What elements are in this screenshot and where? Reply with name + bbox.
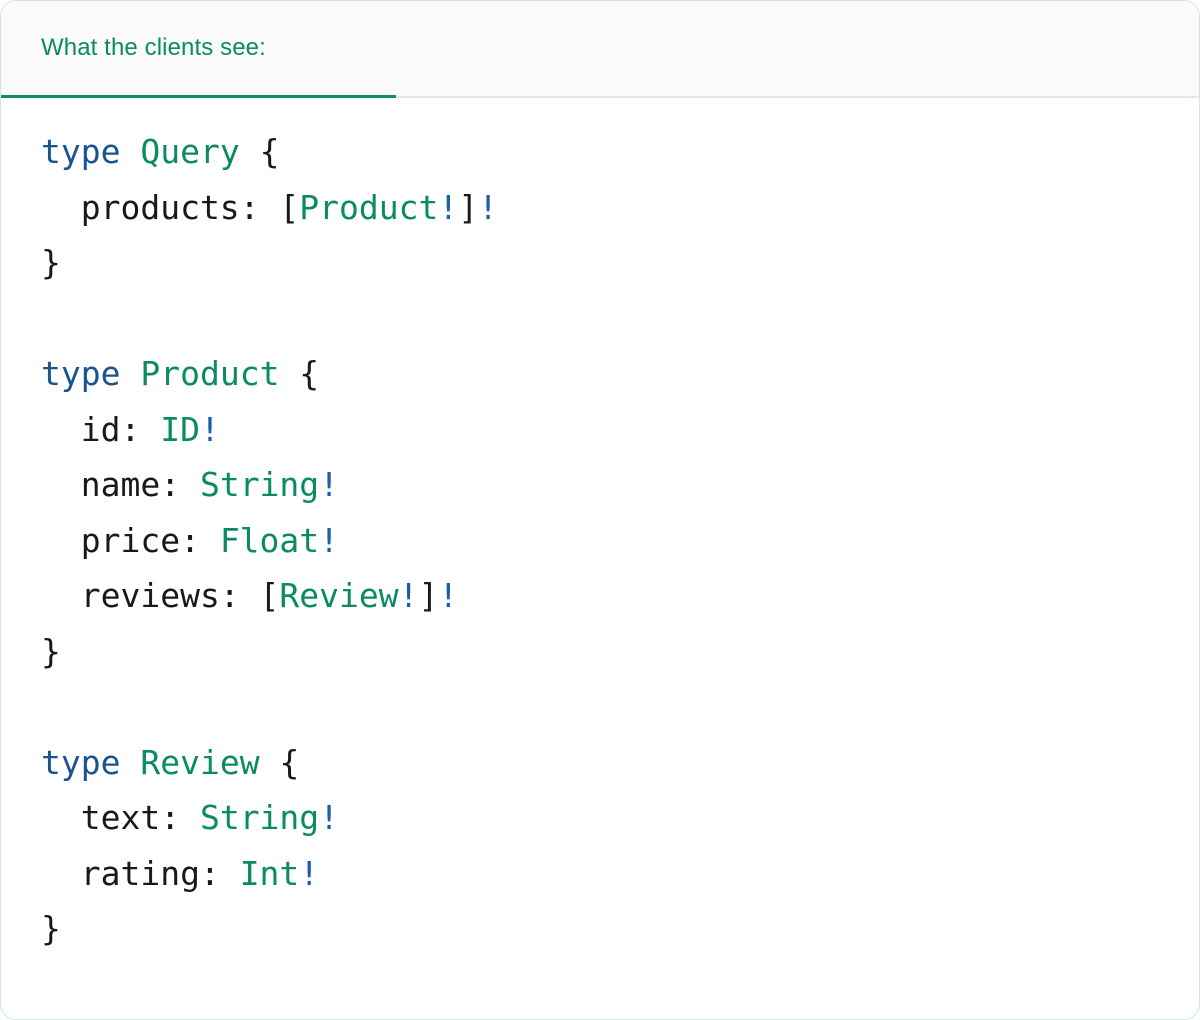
code-token-type: Review: [279, 576, 399, 615]
code-line: type Product {: [41, 346, 1199, 402]
code-line: rating: Int!: [41, 846, 1199, 902]
code-token-punct: {: [279, 354, 320, 393]
code-token-field: products:: [41, 187, 280, 227]
code-token-punct: [120, 132, 140, 171]
code-token-bang: !: [199, 409, 220, 449]
code-token-punct: {: [259, 742, 300, 782]
code-token-kw: type: [41, 354, 121, 393]
code-token-punct: {: [239, 132, 280, 171]
code-line: type Query {: [41, 124, 1199, 180]
code-panel: type Query { products: [Product!]!} type…: [1, 98, 1199, 1019]
code-token-field: reviews:: [41, 576, 260, 615]
tab-bar: What the clients see:: [1, 1, 1199, 98]
code-line: id: ID!: [41, 402, 1199, 458]
code-token-field: price:: [41, 520, 220, 560]
code-token-punct: [120, 354, 140, 393]
code-token-type: Int: [239, 853, 300, 893]
code-line: reviews: [Review!]!: [41, 568, 1199, 624]
code-line-blank: [41, 291, 1199, 347]
code-token-type: Product: [140, 354, 280, 393]
code-token-kw: type: [41, 132, 121, 171]
code-line: }: [41, 901, 1199, 957]
code-token-punct: }: [41, 243, 61, 282]
code-token-type: Review: [140, 742, 260, 782]
code-token-field: name:: [41, 465, 200, 504]
code-line: name: String!: [41, 457, 1199, 513]
code-token-type: Float: [219, 520, 320, 560]
code-token-punct: [120, 743, 140, 782]
code-line: price: Float!: [41, 513, 1199, 569]
code-line-blank: [41, 679, 1199, 735]
code-token-type: Query: [140, 132, 240, 171]
code-line: }: [41, 235, 1199, 291]
code-line: text: String!: [41, 790, 1199, 846]
code-token-type: String: [199, 465, 320, 504]
code-token-bang: !: [438, 187, 459, 227]
code-token-type: Product: [299, 187, 439, 227]
graphql-schema-code[interactable]: type Query { products: [Product!]!} type…: [1, 124, 1199, 957]
code-line: }: [41, 624, 1199, 680]
code-token-field: rating:: [41, 853, 240, 893]
tab-what-the-clients-see[interactable]: What the clients see:: [1, 1, 396, 98]
code-token-bang: !: [438, 576, 459, 615]
tab-label: What the clients see:: [41, 34, 266, 61]
code-token-punct: }: [41, 631, 61, 671]
code-token-kw: type: [41, 742, 121, 782]
code-token-field: text:: [41, 798, 200, 837]
code-token-punct: ]: [458, 187, 479, 227]
code-token-field: id:: [41, 409, 161, 449]
code-line: products: [Product!]!: [41, 180, 1199, 236]
code-token-bang: !: [299, 853, 320, 893]
code-token-bang: !: [319, 798, 340, 837]
code-token-punct: [: [279, 187, 300, 227]
code-token-type: ID: [160, 409, 200, 449]
code-token-type: String: [199, 798, 320, 837]
code-token-punct: ]: [418, 576, 439, 615]
code-line: type Review {: [41, 735, 1199, 791]
code-token-bang: !: [319, 465, 340, 504]
code-token-punct: }: [41, 909, 61, 948]
code-token-bang: !: [398, 576, 419, 615]
code-token-bang: !: [478, 187, 498, 227]
code-token-punct: [: [259, 576, 280, 615]
code-token-bang: !: [319, 520, 340, 560]
